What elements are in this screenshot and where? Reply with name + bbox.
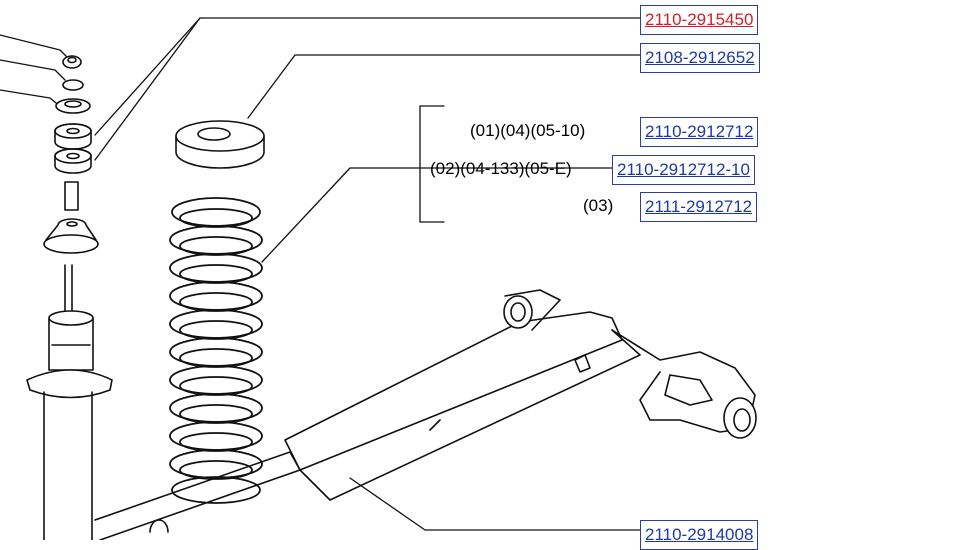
part-number-link-2110-2912712-10[interactable]: 2110-2912712-10 (612, 155, 755, 185)
variant-note-2: (02)(04-133)(05-E) (430, 159, 572, 178)
part-number-link-2108-2912652[interactable]: 2108-2912652 (640, 43, 760, 73)
variant-note-3: (03) (583, 196, 614, 215)
part-number-link-2111-2912712[interactable]: 2111-2912712 (640, 192, 758, 222)
variant-note-1: (01)(04)(05-10) (470, 121, 586, 140)
strut-mount-stack (43, 55, 99, 254)
part-number-link-2110-2914008[interactable]: 2110-2914008 (640, 520, 759, 550)
leader-lines (0, 17, 641, 531)
shock-absorber (26, 264, 113, 540)
spring-insulator-drawing (175, 120, 265, 169)
rear-beam-drawing (94, 289, 757, 540)
coil-spring-drawing (169, 197, 263, 504)
part-number-link-2110-2915450[interactable]: 2110-2915450 (640, 5, 759, 35)
part-number-link-2110-2912712[interactable]: 2110-2912712 (640, 117, 759, 147)
